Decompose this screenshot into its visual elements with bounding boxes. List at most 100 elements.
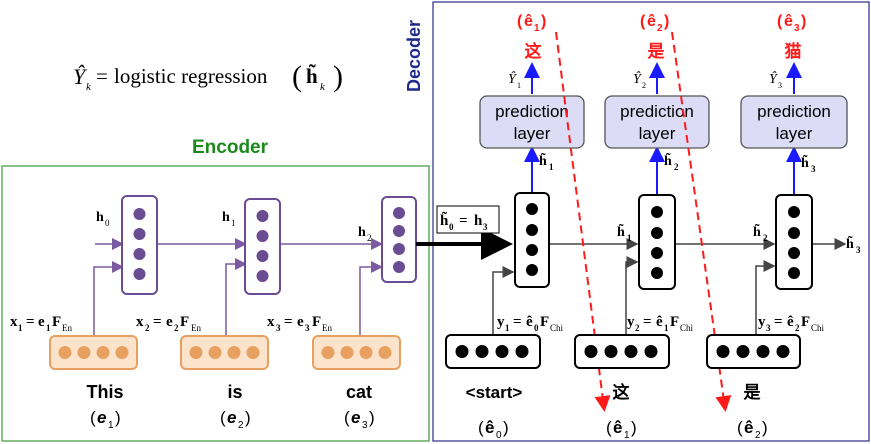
encoder-recurrent-lines bbox=[93, 238, 383, 336]
decoder-word-3: 是 ( ê 2 ) bbox=[737, 383, 768, 441]
encoder-node-2 bbox=[244, 198, 281, 295]
decoder-output-char-1: 这 bbox=[525, 41, 542, 61]
svg-text:2: 2 bbox=[674, 162, 679, 172]
svg-text:): ) bbox=[762, 418, 768, 437]
svg-text:En: En bbox=[62, 323, 72, 333]
svg-text:(: ( bbox=[517, 13, 523, 30]
encoder-word-3: cat ( e 3 ) bbox=[344, 382, 375, 431]
svg-text:x: x bbox=[267, 314, 275, 330]
decoder-up-label-3: h̃ 3 bbox=[801, 153, 816, 174]
decoder-up-label-2: h̃ 2 bbox=[664, 151, 679, 172]
encoder-node-1 bbox=[121, 195, 158, 295]
svg-text:): ) bbox=[503, 418, 509, 437]
svg-text:3: 3 bbox=[811, 164, 816, 174]
svg-text:e: e bbox=[351, 408, 360, 427]
svg-text:h: h bbox=[222, 210, 230, 225]
svg-text:(: ( bbox=[344, 408, 350, 427]
svg-text:<start>: <start> bbox=[466, 383, 523, 402]
svg-text:x: x bbox=[136, 314, 144, 330]
decoder-node-1 bbox=[514, 192, 550, 288]
svg-text:1: 1 bbox=[18, 323, 23, 333]
decoder-input-eq-2: y 2 = ê 1 F Chi bbox=[627, 314, 694, 333]
encoder-title: Encoder bbox=[192, 137, 269, 158]
decoder-recurrent-lines bbox=[492, 238, 847, 334]
svg-text:1: 1 bbox=[108, 420, 114, 431]
svg-text:=: = bbox=[643, 314, 652, 330]
svg-text:e: e bbox=[97, 408, 106, 427]
svg-text:F: F bbox=[52, 314, 61, 330]
prediction-layer-3: prediction layer bbox=[740, 95, 848, 149]
decoder-box bbox=[432, 1, 870, 442]
svg-text:h: h bbox=[358, 225, 366, 240]
decoder-init-label: h̃ 0 = h 3 bbox=[436, 205, 500, 234]
encoder-word-2: is ( e 2 ) bbox=[220, 382, 251, 431]
svg-text:0: 0 bbox=[449, 222, 454, 232]
svg-text:h̃: h̃ bbox=[846, 234, 854, 252]
encoder-input-eq-3: x 3 = e 3 F En bbox=[267, 314, 332, 333]
svg-text:h: h bbox=[96, 210, 104, 225]
svg-text:ê: ê bbox=[784, 13, 793, 30]
encoder-input-eq-1: x 1 = e 1 F En bbox=[10, 314, 72, 333]
svg-text:=: = bbox=[26, 314, 35, 330]
decoder-word-1: <start> ( ê 0 ) bbox=[466, 383, 523, 441]
svg-text:h̃: h̃ bbox=[801, 153, 809, 171]
svg-text:0: 0 bbox=[534, 323, 539, 333]
svg-text:2: 2 bbox=[763, 233, 768, 243]
decoder-hidden-label-2: h̃ 2 bbox=[753, 222, 768, 243]
svg-text:3: 3 bbox=[305, 323, 310, 333]
svg-text:(: ( bbox=[220, 408, 226, 427]
decoder-input-eq-1: y 1 = ê 0 F Chi bbox=[497, 314, 564, 333]
svg-text:1: 1 bbox=[505, 323, 510, 333]
decoder-yhat-2: Ŷ 2 bbox=[633, 70, 646, 90]
svg-text:F: F bbox=[801, 314, 810, 330]
formula-text: logistic regression bbox=[114, 64, 268, 88]
svg-text:): ) bbox=[541, 13, 546, 30]
prediction-layer-2: prediction layer bbox=[604, 95, 710, 149]
svg-text:Ŷ: Ŷ bbox=[769, 70, 779, 87]
svg-text:1: 1 bbox=[627, 233, 632, 243]
svg-text:=: = bbox=[513, 314, 522, 330]
encoder-h2-label: h 2 bbox=[358, 225, 372, 243]
svg-text:是: 是 bbox=[648, 42, 665, 61]
decoder-hidden-label-3: h̃ 3 bbox=[846, 234, 861, 255]
svg-text:prediction: prediction bbox=[620, 102, 694, 121]
svg-text:ê: ê bbox=[744, 418, 753, 437]
svg-text:x: x bbox=[10, 314, 18, 330]
svg-text:layer: layer bbox=[514, 124, 551, 143]
svg-text:这: 这 bbox=[525, 41, 542, 61]
svg-text:3: 3 bbox=[362, 420, 368, 431]
svg-text:e: e bbox=[297, 314, 304, 330]
svg-text:): ) bbox=[115, 408, 121, 427]
svg-text:h̃: h̃ bbox=[617, 222, 625, 240]
decoder-output-char-2: 是 bbox=[648, 42, 665, 61]
svg-text:=: = bbox=[153, 314, 162, 330]
decoder-hidden-label-1: h̃ 1 bbox=[617, 222, 632, 243]
svg-text:3: 3 bbox=[483, 222, 488, 232]
svg-text:(: ( bbox=[90, 408, 96, 427]
decoder-yhat-1: Ŷ 1 bbox=[508, 70, 521, 90]
svg-text:(: ( bbox=[478, 418, 484, 437]
svg-text:ê: ê bbox=[485, 418, 494, 437]
svg-text:2: 2 bbox=[367, 233, 372, 243]
svg-text:Chi: Chi bbox=[550, 323, 564, 333]
svg-text:): ) bbox=[369, 408, 375, 427]
svg-text:=: = bbox=[284, 314, 293, 330]
svg-text:h̃: h̃ bbox=[753, 222, 761, 240]
svg-text:ê: ê bbox=[524, 13, 533, 30]
formula-paren-open: ( bbox=[292, 60, 302, 93]
decoder-embedding-2 bbox=[574, 334, 670, 369]
svg-text:layer: layer bbox=[776, 124, 813, 143]
decoder-input-eq-3: y 3 = ê 2 F Chi bbox=[758, 314, 825, 333]
svg-text:ê: ê bbox=[613, 418, 622, 437]
svg-text:2: 2 bbox=[145, 323, 150, 333]
svg-text:ê: ê bbox=[647, 13, 656, 30]
svg-text:3: 3 bbox=[856, 245, 861, 255]
svg-text:h̃: h̃ bbox=[440, 211, 449, 229]
svg-text:3: 3 bbox=[794, 23, 800, 34]
svg-text:prediction: prediction bbox=[757, 102, 831, 121]
decoder-output-char-3: 猫 bbox=[785, 41, 802, 61]
decoder-yhat-3: Ŷ 3 bbox=[769, 70, 782, 90]
svg-text:(: ( bbox=[640, 13, 646, 30]
svg-text:h: h bbox=[474, 213, 483, 229]
